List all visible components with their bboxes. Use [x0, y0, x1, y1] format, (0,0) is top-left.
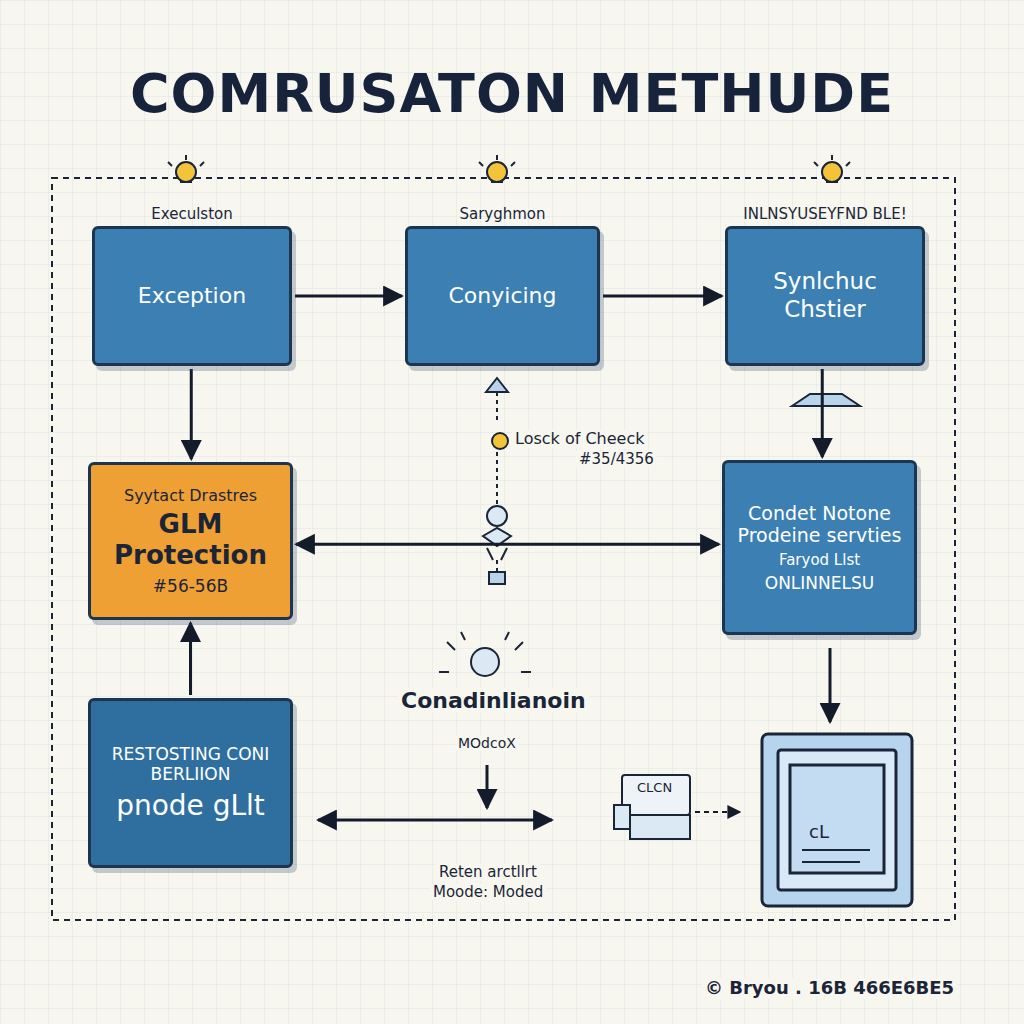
bulb-icons	[168, 155, 850, 182]
box-heading: INLNSYUSEYFND BLE!	[698, 205, 952, 223]
box-text: Faryod Llst	[779, 551, 860, 569]
box-text: Conyicing	[448, 283, 556, 309]
process-box: ExeculstonException	[92, 226, 292, 366]
note-label: Reten arctllrt	[436, 864, 540, 881]
box-text: GLM Protection	[101, 509, 280, 571]
center-dashed-spine	[486, 378, 508, 584]
box-text: Condet Notone Prodeine servties	[735, 502, 904, 548]
box-text: Syytact Drastres	[124, 486, 257, 505]
process-box: SaryghmonConyicing	[405, 226, 600, 366]
box-heading: Execulston	[65, 205, 319, 223]
doodle-caption: Conadinlianoin	[398, 688, 589, 713]
bottom-arrows	[318, 648, 830, 820]
restore-box: RESTOSTING CONI BERLIION pnode gLlt	[88, 698, 293, 868]
copyright-note: © Bryou . 16B 466E6BE5	[702, 978, 957, 999]
note-label: cL	[806, 822, 832, 843]
flow-arrow	[603, 295, 722, 298]
flow-arrow	[821, 369, 824, 457]
box-text: ONLINNELSU	[765, 573, 874, 593]
person-doodle	[439, 632, 531, 676]
service-box: Condet Notone Prodeine servtiesFaryod Ll…	[722, 460, 917, 635]
flow-arrow	[190, 369, 193, 459]
note-label: Moode: Moded	[430, 884, 546, 901]
box-text: Exception	[138, 283, 246, 309]
box-text: #56-56B	[153, 576, 228, 596]
protection-box: Syytact DrastresGLM Protection #56-56B	[88, 462, 293, 620]
flow-arrow	[189, 623, 192, 695]
box-text: RESTOSTING CONI BERLIION	[101, 744, 280, 785]
dashed-frame	[52, 178, 955, 920]
process-box: INLNSYUSEYFND BLE!Synlchuc Chstier	[725, 226, 925, 366]
flow-arrow	[295, 295, 402, 298]
box-text: Synlchuc Chstier	[738, 268, 912, 323]
box-text: pnode gLlt	[116, 789, 265, 823]
note-label: Losck of Cheeck	[512, 430, 647, 448]
computer-illustration	[762, 734, 912, 906]
note-label: CLCN	[634, 781, 675, 796]
diagram-title: COMRUSATON METHUDE	[0, 62, 1024, 125]
note-label: #35/4356	[576, 451, 657, 468]
small-device	[614, 775, 690, 839]
flow-arrow	[296, 543, 719, 546]
box-heading: Saryghmon	[378, 205, 627, 223]
center-figure	[483, 506, 511, 560]
note-label: MOdcoX	[455, 735, 519, 751]
right-column-marker	[792, 394, 860, 406]
